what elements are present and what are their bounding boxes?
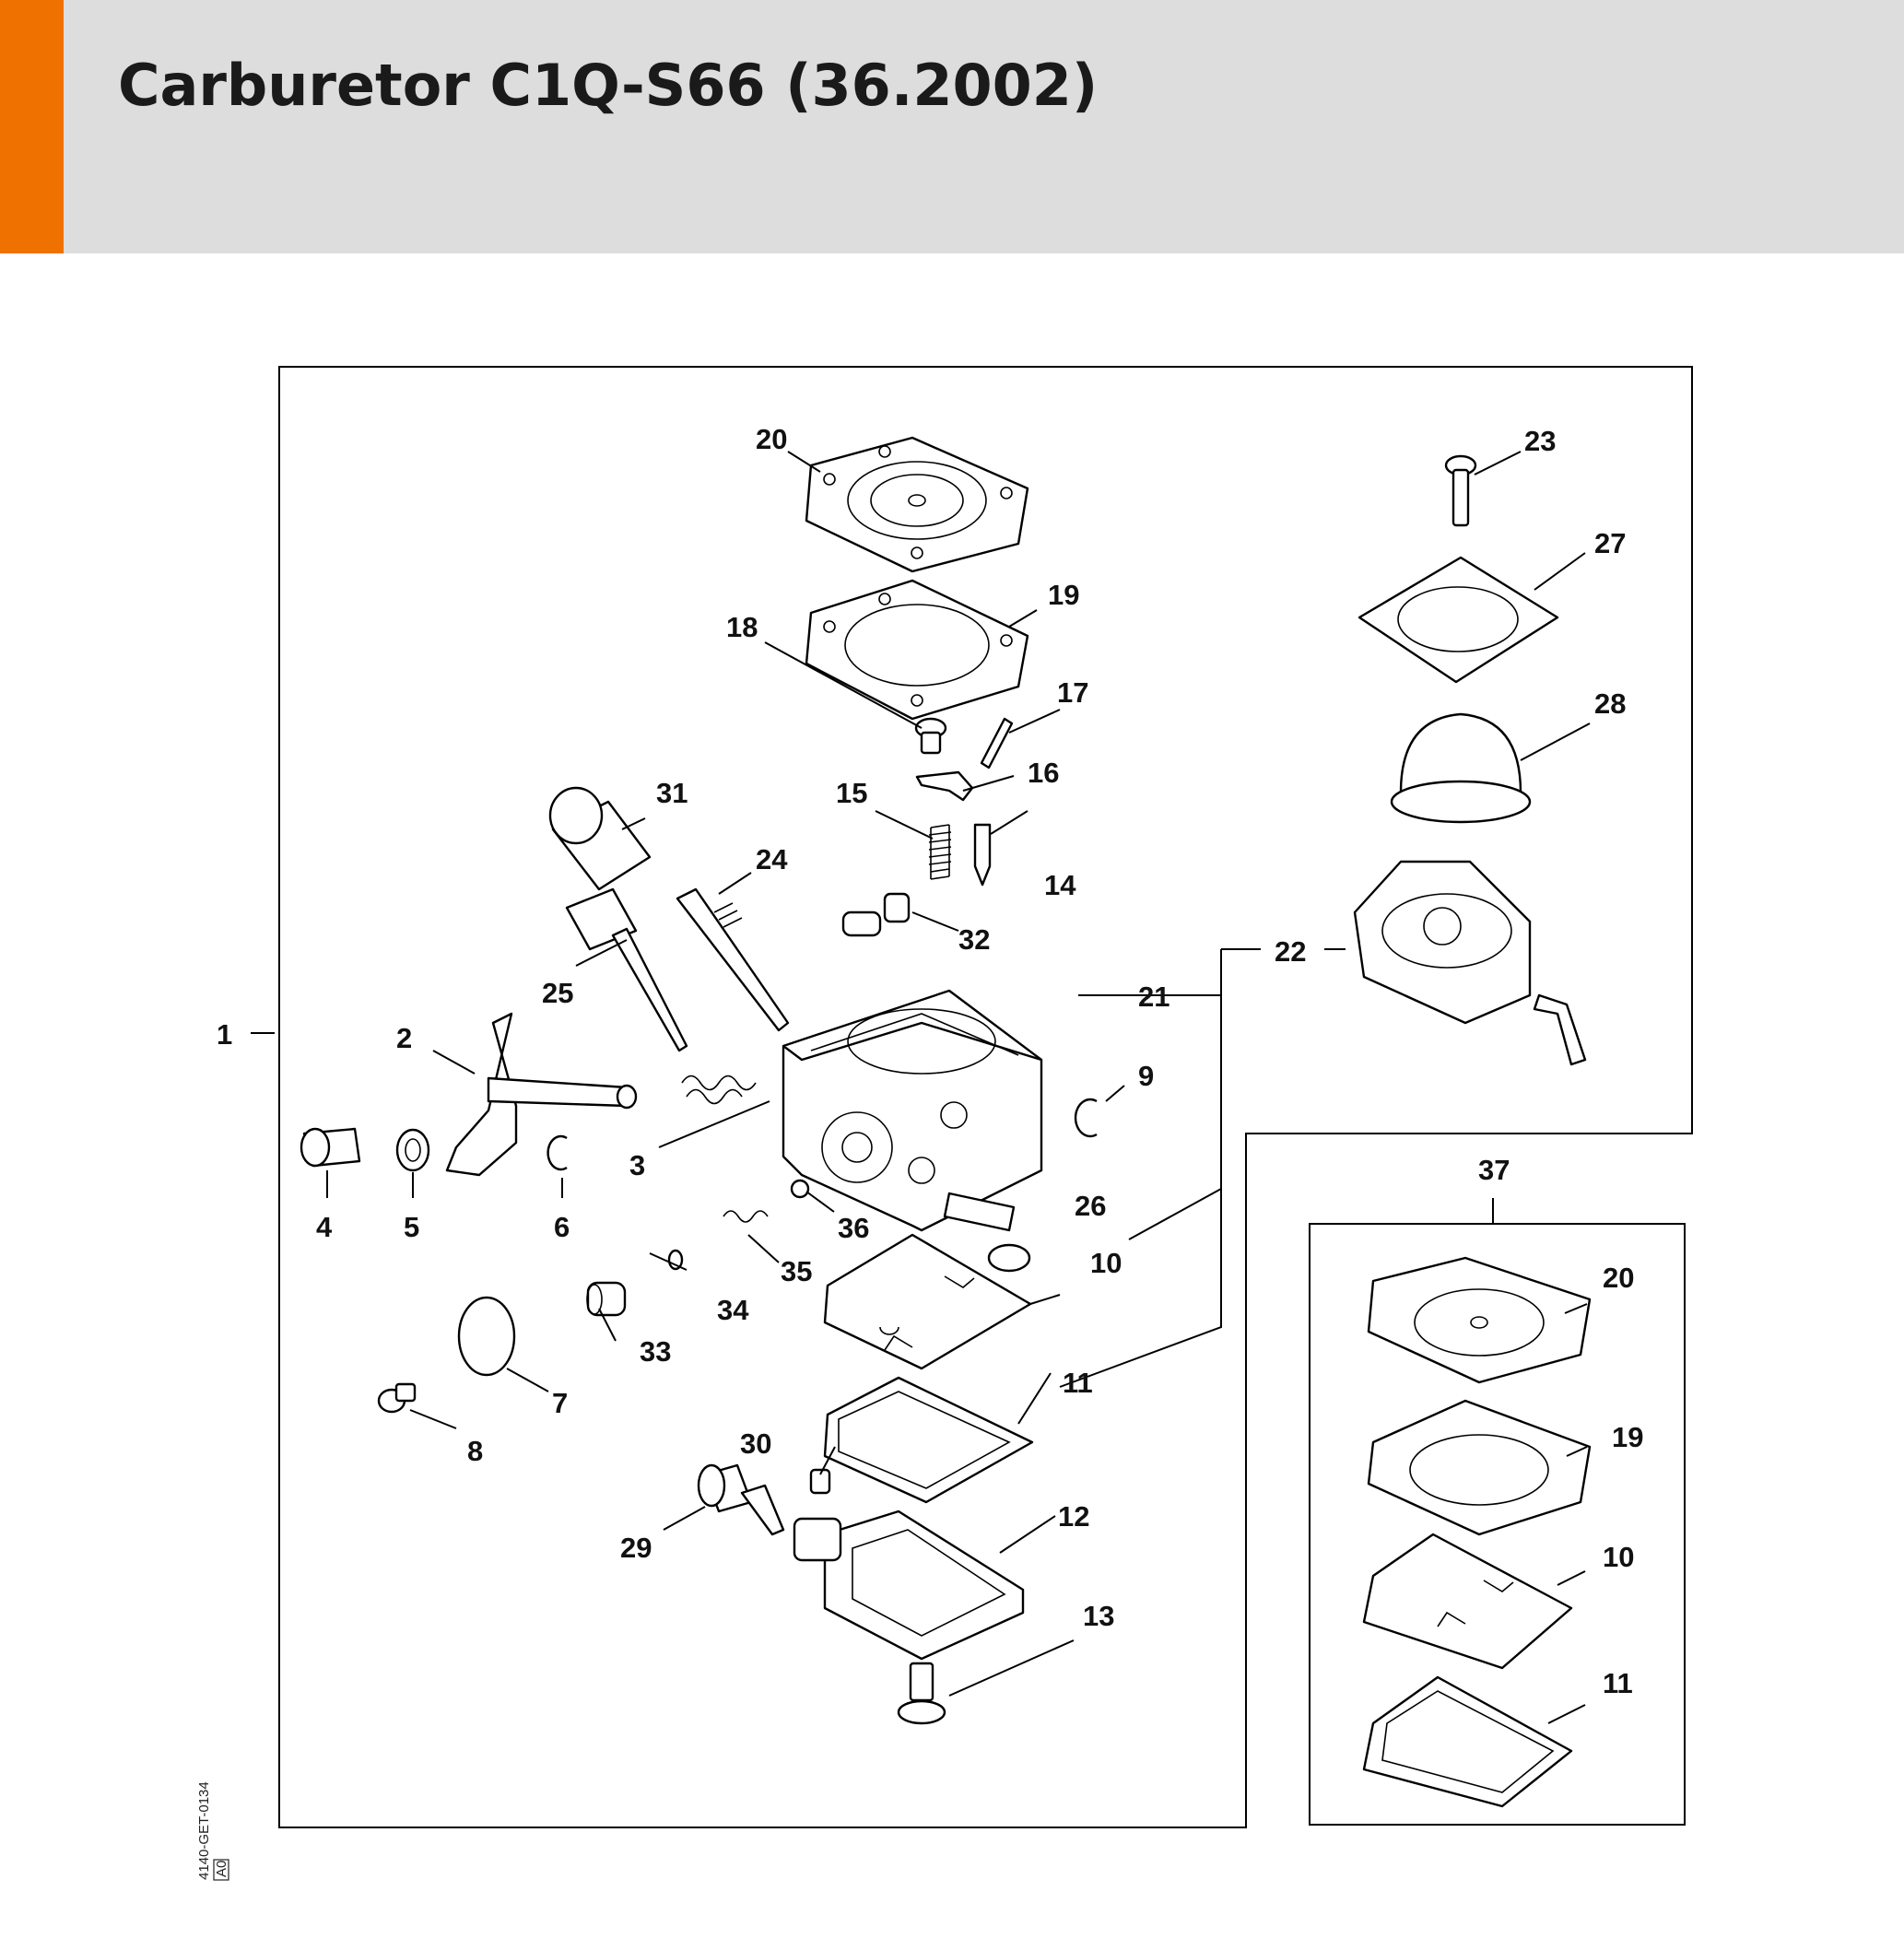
callout-25: 25 — [542, 977, 573, 1009]
kit-callout-20: 20 — [1603, 1262, 1634, 1294]
kit-diaphragm-20-part — [1367, 1256, 1592, 1384]
callout-12: 12 — [1058, 1500, 1089, 1533]
gasket-11-part — [823, 1376, 1034, 1504]
callout-2: 2 — [396, 1022, 412, 1054]
callout-26: 26 — [1075, 1190, 1106, 1222]
callout-16: 16 — [1028, 757, 1059, 789]
adjusting-screw-24-part — [676, 887, 790, 1032]
screw-8-part — [377, 1382, 417, 1414]
throttle-shaft-2-part — [445, 1012, 638, 1177]
callout-21: 21 — [1138, 981, 1169, 1013]
callout-32: 32 — [958, 923, 990, 956]
carburetor-body-part — [782, 910, 1043, 1232]
kit-callout-11: 11 — [1603, 1667, 1633, 1699]
e-clip-9-part — [1074, 1098, 1098, 1138]
primer-bulb-28-part — [1390, 712, 1532, 824]
bushing-4-part — [300, 1127, 361, 1168]
callout-27: 27 — [1594, 527, 1626, 559]
pin-17-part — [980, 717, 1014, 769]
drawing-code: 4140-GET-0134 — [196, 1781, 212, 1880]
callout-8: 8 — [467, 1435, 483, 1467]
adjusting-screw-25-part — [565, 887, 688, 1052]
kit-callout-19: 19 — [1612, 1421, 1643, 1453]
callout-11: 11 — [1063, 1367, 1093, 1399]
plug-32-part — [883, 892, 911, 923]
header-bar — [0, 0, 1904, 253]
gasket-27-part — [1357, 556, 1559, 684]
spring-3-part — [681, 1075, 757, 1105]
drawing-code-stamp: 4140-GET-0134 A0 — [196, 1781, 229, 1881]
callout-1: 1 — [217, 1018, 232, 1051]
screw-13-part — [897, 1662, 946, 1725]
callout-13: 13 — [1083, 1600, 1114, 1632]
callout-6: 6 — [554, 1211, 570, 1243]
adjusting-screw-29-part — [697, 1463, 785, 1536]
callout-17: 17 — [1057, 676, 1088, 709]
kit-callout-10: 10 — [1603, 1541, 1634, 1573]
callout-4: 4 — [316, 1211, 333, 1243]
revision-code: A0 — [214, 1861, 229, 1877]
callout-34: 34 — [717, 1294, 749, 1326]
lever-16-part — [915, 770, 974, 802]
callout-23: 23 — [1524, 425, 1556, 457]
callout-35: 35 — [781, 1255, 812, 1287]
callout-15: 15 — [836, 777, 867, 809]
callout-14: 14 — [1044, 869, 1076, 901]
callout-7: 7 — [552, 1387, 568, 1419]
kit-gasket-19-part — [1367, 1399, 1592, 1536]
kit-diaphragm-10-part — [1362, 1533, 1573, 1670]
diaphragm-10-part — [823, 1233, 1032, 1370]
spring-35-part — [723, 1210, 769, 1223]
inlet-needle-14-part — [973, 823, 992, 887]
callout-22: 22 — [1275, 935, 1306, 968]
main-assembly-frame — [278, 366, 1693, 1828]
e-clip-6-part — [547, 1134, 568, 1171]
end-cover-12-part — [793, 1509, 1025, 1661]
plug-33-part — [586, 1281, 627, 1317]
callout-33: 33 — [640, 1335, 671, 1368]
callout-20: 20 — [756, 423, 787, 455]
screw-18-part — [914, 717, 947, 755]
callout-10: 10 — [1090, 1247, 1122, 1279]
pump-housing-22-part — [1353, 860, 1587, 1066]
spring-15-part — [928, 824, 952, 880]
leader-lines — [251, 451, 1591, 1724]
kit-37-frame — [1309, 1223, 1686, 1826]
throttle-valve-7-part — [457, 1296, 516, 1377]
callout-30: 30 — [740, 1427, 771, 1460]
callout-18: 18 — [726, 611, 758, 643]
page-title: Carburetor C1Q-S66 (36.2002) — [118, 52, 1099, 119]
callout-5: 5 — [404, 1211, 419, 1243]
gasket-19-part — [805, 579, 1029, 721]
callout-37: 37 — [1478, 1154, 1510, 1186]
callout-36: 36 — [838, 1212, 869, 1244]
washer-5-part — [395, 1128, 430, 1172]
callout-9: 9 — [1138, 1060, 1154, 1092]
callout-28: 28 — [1594, 687, 1626, 720]
callout-3: 3 — [629, 1149, 645, 1181]
callout-24: 24 — [756, 843, 788, 875]
diaphragm-20-part — [805, 436, 1029, 573]
callout-19: 19 — [1048, 579, 1079, 611]
callout-31: 31 — [656, 777, 688, 809]
callout-labels: 1 2 3 4 5 6 7 8 9 10 11 12 13 14 15 16 1… — [217, 423, 1643, 1699]
kit-gasket-11-part — [1362, 1675, 1573, 1808]
screw-23-part — [1444, 454, 1477, 527]
screen-36-part — [790, 1179, 810, 1199]
callout-29: 29 — [620, 1532, 652, 1564]
plug-30-part — [809, 1468, 831, 1495]
strainer-26-part — [987, 1243, 1031, 1273]
orange-accent-bar — [0, 0, 64, 253]
limiter-cap-31-part — [548, 786, 652, 891]
